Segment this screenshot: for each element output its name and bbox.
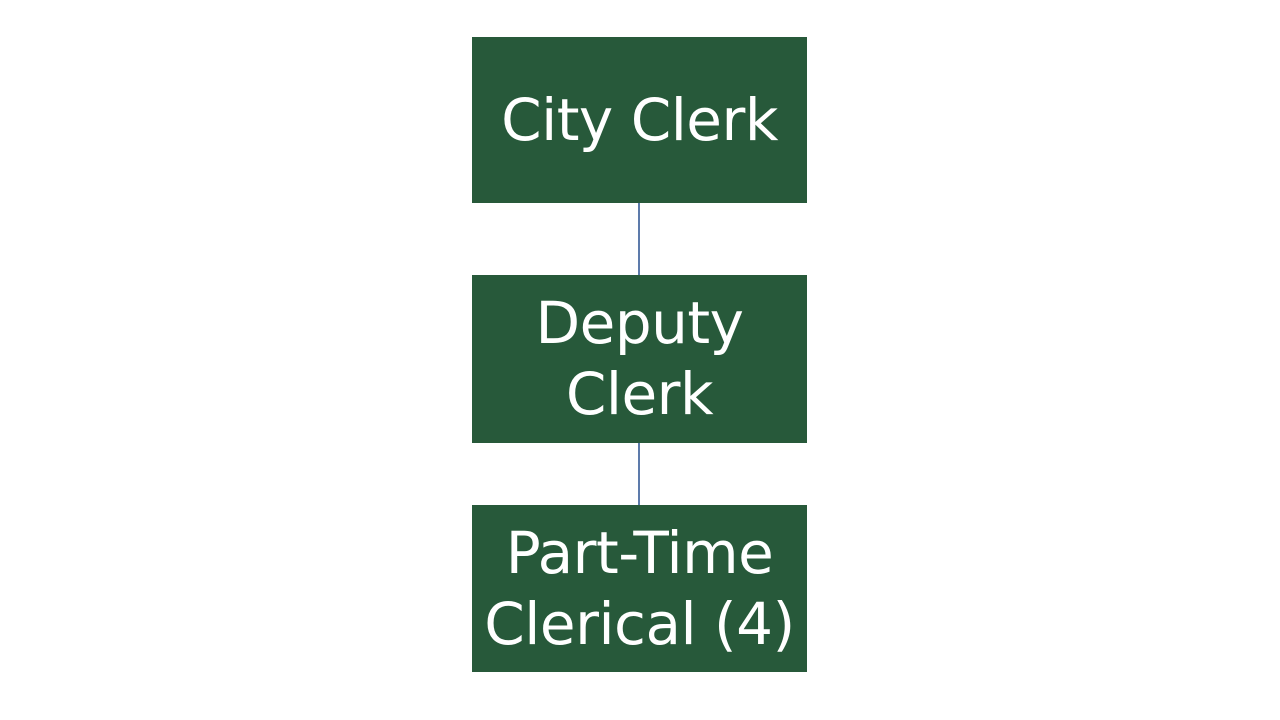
org-node-label: Part-Time Clerical (4) xyxy=(484,518,795,658)
org-node-part-time-clerical: Part-Time Clerical (4) xyxy=(472,505,807,672)
connector-line-top xyxy=(638,203,640,275)
connector-line-bottom xyxy=(638,443,640,505)
org-node-label: City Clerk xyxy=(501,85,778,154)
org-node-deputy-clerk: Deputy Clerk xyxy=(472,275,807,443)
org-node-city-clerk: City Clerk xyxy=(472,37,807,203)
org-node-label: Deputy Clerk xyxy=(535,289,745,428)
